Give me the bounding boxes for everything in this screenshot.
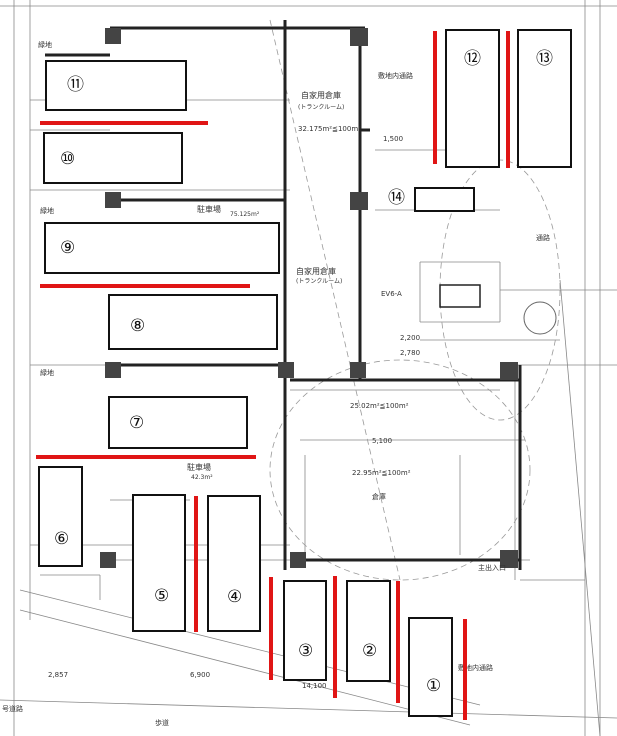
site-road-bottom-label: 敷地内通路 xyxy=(458,664,493,672)
parking-space-6[interactable]: ⑥ xyxy=(38,466,83,567)
parking-space-11-label: ⑪ xyxy=(67,75,84,95)
parking-space-12[interactable]: ⑫ xyxy=(445,29,500,168)
parking-space-2[interactable]: ② xyxy=(346,580,391,682)
storage-top-area-label: 32.175m²≦100m² xyxy=(298,125,361,133)
entrance-label: 主出入口 xyxy=(478,564,506,572)
red-line-2-right xyxy=(396,581,400,703)
red-line-3-left xyxy=(269,577,273,680)
parking-space-10[interactable]: ⑩ xyxy=(43,132,183,184)
parking-space-9-label: ⑨ xyxy=(60,238,76,258)
red-line-5-right xyxy=(194,496,198,632)
red-line-9 xyxy=(40,284,250,288)
parking-space-4-label: ④ xyxy=(227,587,243,607)
parking-space-2-label: ② xyxy=(362,641,378,661)
green-label-top: 緑地 xyxy=(38,41,52,49)
dimension-2857: 2,857 xyxy=(48,671,69,679)
parking-space-5-label: ⑤ xyxy=(154,586,170,606)
road-label: 通路 xyxy=(536,234,550,242)
storage-mid-sub-label: (トランクルーム) xyxy=(296,278,343,285)
area-bottom-label: 22.95m²≦100m² xyxy=(352,469,411,477)
parking-space-4[interactable]: ④ xyxy=(207,495,261,632)
parking-space-12-label: ⑫ xyxy=(464,49,481,69)
street-label: 号道路 xyxy=(2,705,23,713)
red-line-1-right xyxy=(463,619,467,720)
parking-top-label: 駐車場 xyxy=(197,205,221,214)
parking-space-8[interactable]: ⑧ xyxy=(108,294,278,350)
parking-space-7[interactable]: ⑦ xyxy=(108,396,248,449)
parking-space-3[interactable]: ③ xyxy=(283,580,327,681)
parking-space-14[interactable] xyxy=(414,187,475,212)
parking-space-9[interactable]: ⑨ xyxy=(44,222,280,274)
parking-top-area-label: 75.125m² xyxy=(230,211,260,218)
red-line-7 xyxy=(36,455,256,459)
red-line-3-right xyxy=(333,576,337,698)
elevator-label: EV6-A xyxy=(381,290,402,298)
parking-space-10-label: ⑩ xyxy=(60,149,76,169)
parking-space-5[interactable]: ⑤ xyxy=(132,494,186,632)
green-label-mid: 緑地 xyxy=(40,207,54,215)
storage-bottom-label: 倉庫 xyxy=(372,493,386,501)
sidewalk-label: 歩道 xyxy=(155,719,169,727)
green-label-low: 緑地 xyxy=(40,369,54,377)
dimension-14100: 14,100 xyxy=(302,682,327,690)
parking-bottom-label: 駐車場 xyxy=(187,463,211,472)
dimension-2200: 2,200 xyxy=(400,334,421,342)
dimension-1500: 1,500 xyxy=(383,135,404,143)
dimension-2780: 2,780 xyxy=(400,349,421,357)
parking-bottom-area-label: 42.3m² xyxy=(191,474,213,481)
parking-space-14-label: ⑭ xyxy=(388,188,405,208)
parking-space-11[interactable]: ⑪ xyxy=(45,60,187,111)
parking-space-1[interactable]: ① xyxy=(408,617,453,717)
dimension-6900: 6,900 xyxy=(190,671,211,679)
storage-mid-label: 自家用倉庫 xyxy=(296,267,336,276)
storage-top-sub-label: (トランクルーム) xyxy=(298,104,345,111)
dimension-5100: 5,100 xyxy=(372,437,393,445)
site-road-top-label: 敷地内通路 xyxy=(378,72,413,80)
parking-space-8-label: ⑧ xyxy=(130,316,146,336)
parking-space-13[interactable]: ⑬ xyxy=(517,29,572,168)
parking-space-7-label: ⑦ xyxy=(129,413,145,433)
storage-top-label: 自家用倉庫 xyxy=(301,91,341,100)
area-mid-label: 25.02m²≦100m² xyxy=(350,402,409,410)
red-line-12-left xyxy=(433,31,437,164)
parking-space-6-label: ⑥ xyxy=(54,529,70,549)
red-line-12-right xyxy=(506,31,510,168)
parking-space-3-label: ③ xyxy=(298,641,314,661)
red-line-11 xyxy=(40,121,208,125)
parking-space-1-label: ① xyxy=(426,676,442,696)
parking-space-13-label: ⑬ xyxy=(536,49,553,69)
